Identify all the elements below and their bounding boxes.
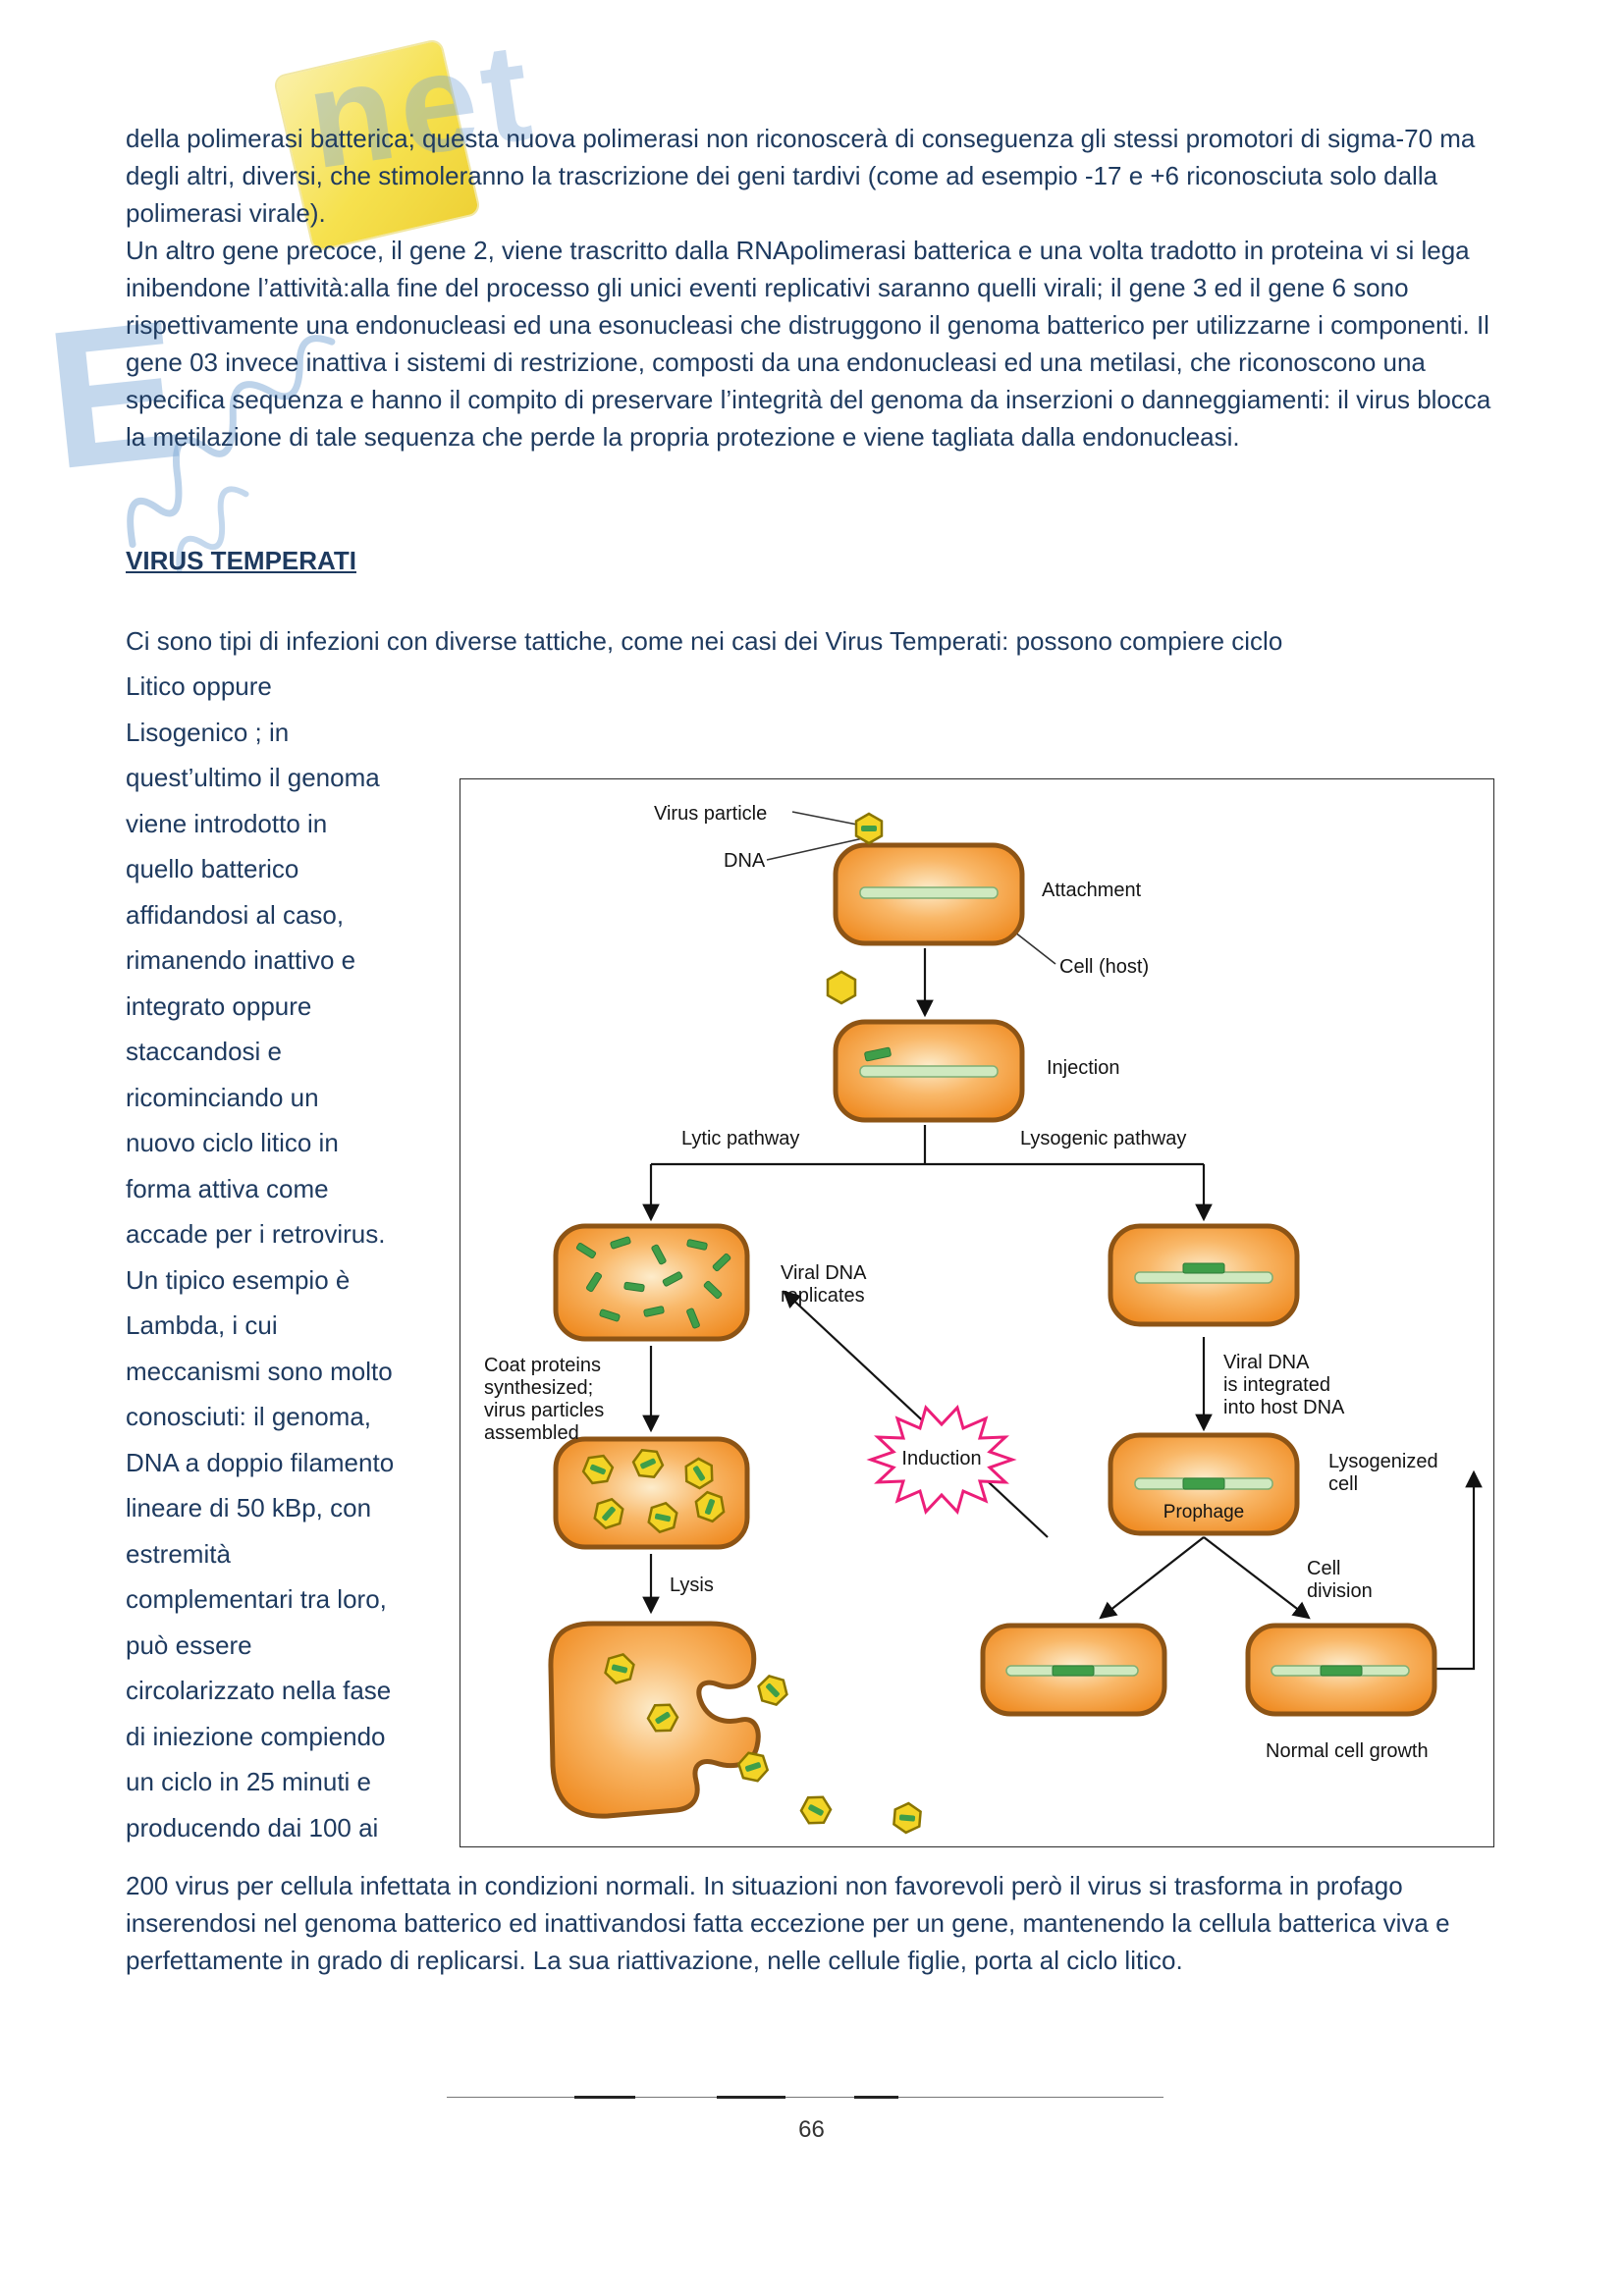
cell-replication	[553, 1223, 750, 1342]
paragraph-early-genes: Un altro gene precoce, il gene 2, viene …	[126, 236, 1491, 452]
label-virus-particle: Virus particle	[654, 803, 768, 825]
label-cell-division: Cell division	[1307, 1558, 1373, 1602]
footer-divider-mark	[717, 2096, 785, 2099]
label-attachment: Attachment	[1042, 880, 1142, 901]
induction-starburst	[866, 1405, 1017, 1515]
label-lysogenic-pathway: Lysogenic pathway	[1020, 1128, 1187, 1149]
viral-dna-segments	[864, 1046, 1363, 1677]
virus-particle-icon	[854, 812, 884, 845]
label-lytic-pathway: Lytic pathway	[681, 1128, 800, 1149]
label-injection: Injection	[1047, 1057, 1120, 1079]
label-leader-lines	[766, 811, 1056, 965]
label-lysis: Lysis	[670, 1575, 714, 1596]
label-prophage: Prophage	[1163, 1502, 1245, 1522]
label-induction: Induction	[901, 1448, 982, 1469]
paragraph-wrapped-column: Litico oppure Lisogenico ; in quest’ulti…	[126, 671, 395, 1842]
page-number: 66	[798, 2116, 825, 2143]
footer-divider-mark	[574, 2096, 635, 2099]
induction-arrow	[783, 1290, 1049, 1538]
label-viral-dna-replicates: Viral DNA replicates	[781, 1262, 867, 1307]
footer-divider	[447, 2096, 1163, 2099]
paragraph-temperate-intro: Ci sono tipi di infezioni con diverse ta…	[126, 626, 1283, 656]
label-normal-cell-growth: Normal cell growth	[1266, 1740, 1429, 1762]
label-coat-proteins: Coat proteins synthesized; virus particl…	[484, 1355, 605, 1444]
lifecycle-diagram-graphics	[548, 811, 1483, 1836]
empty-capsid-icon	[826, 970, 857, 1005]
host-dna-bars	[859, 886, 1410, 1677]
pathway-arrows	[642, 948, 1483, 1671]
lambda-lifecycle-figure: Virus particle DNA Attachment Cell (host…	[460, 778, 1494, 1847]
footer-divider-mark	[854, 2096, 898, 2099]
paragraph-polymerase: della polimerasi batterica; questa nuova…	[126, 124, 1476, 228]
section-heading: VIRUS TEMPERATI	[126, 546, 356, 575]
label-dna: DNA	[724, 850, 766, 872]
label-cell-host: Cell (host)	[1059, 956, 1150, 978]
label-lysogenized-cell: Lysogenized cell	[1328, 1451, 1438, 1495]
paragraph-conclusion: 200 virus per cellula infettata in condi…	[126, 1871, 1450, 1975]
replicating-dna-fragments	[575, 1236, 731, 1329]
label-viral-dna-integrated: Viral DNA is integrated into host DNA	[1223, 1352, 1345, 1418]
